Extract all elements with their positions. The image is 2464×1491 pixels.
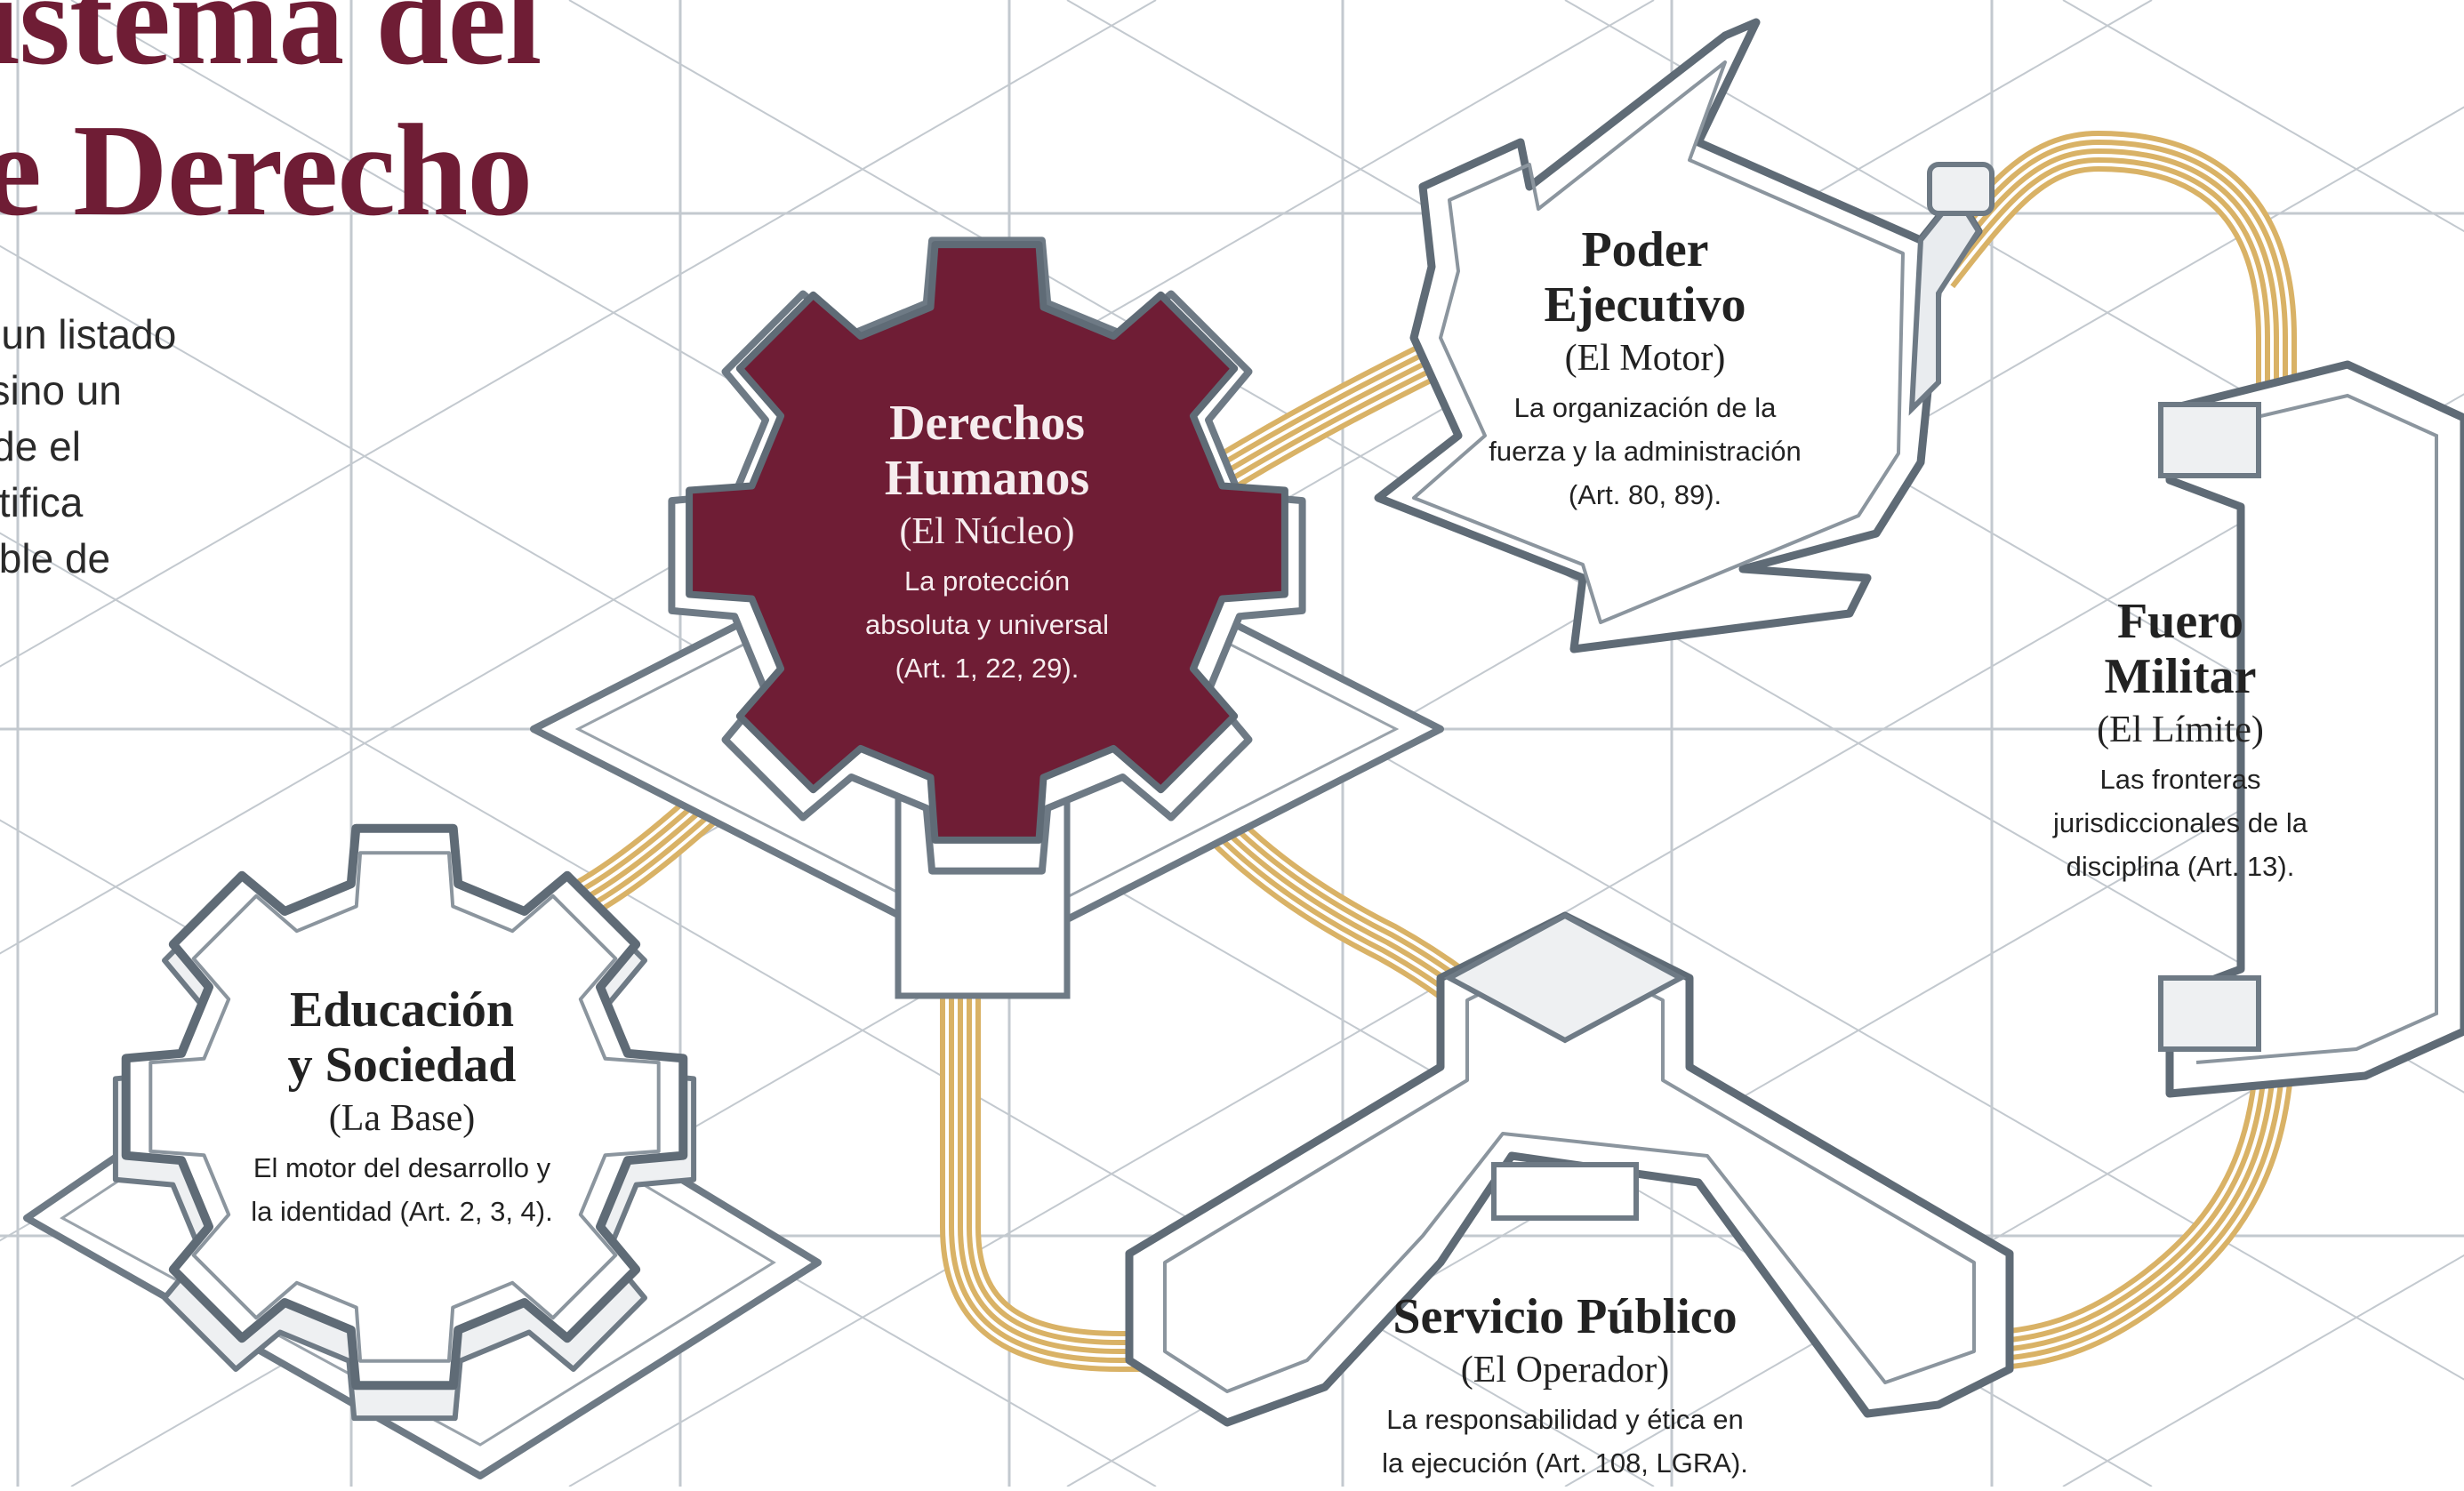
engine-side-block bbox=[1908, 190, 1982, 416]
ejecutivo-name-line-2: Ejecutivo bbox=[1544, 277, 1746, 333]
derechos-desc-line-3: (Art. 1, 22, 29). bbox=[895, 653, 1080, 684]
fuero-label: Fuero Militar (El Límite) Las fronteras … bbox=[1994, 594, 2367, 885]
intro-paragraph: es un listado s, sino un onde el justifi… bbox=[0, 307, 231, 643]
servicio-node bbox=[1125, 911, 2014, 1427]
derechos-desc-line-2: absoluta y universal bbox=[865, 609, 1109, 640]
servicio-desc-line-2: la ejecución (Art. 108, LGRA). bbox=[1382, 1447, 1748, 1479]
fuero-desc-line-2: jurisdiccionales de la bbox=[2052, 807, 2308, 838]
derechos-desc-line-1: La protección bbox=[903, 565, 1071, 597]
arch-top-platform bbox=[1443, 912, 1687, 1044]
engine-shaft bbox=[1927, 162, 1994, 216]
bracket-inner bbox=[2195, 393, 2438, 1064]
fuero-name-line-1: Fuero bbox=[2116, 594, 2244, 649]
connector-ejecutivo-fuero bbox=[1922, 131, 2297, 498]
connector-paths bbox=[559, 131, 2297, 1372]
educacion-node bbox=[23, 823, 822, 1479]
intro-line: o. bbox=[0, 587, 231, 643]
ejecutivo-role: (El Motor) bbox=[1564, 338, 1726, 379]
page-title-line-1: Sistema del bbox=[0, 0, 542, 92]
engine-block-icon bbox=[1374, 18, 1983, 653]
grid-line bbox=[0, 0, 1655, 955]
gear-inner-outline bbox=[148, 851, 661, 1363]
derechos-node bbox=[530, 236, 1444, 999]
bracket-icon bbox=[2165, 360, 2464, 1098]
gear-icon bbox=[686, 241, 1288, 844]
bracket-block-bottom bbox=[2158, 975, 2261, 1052]
derechos-name-line-2: Humanos bbox=[884, 451, 1090, 506]
grid-line bbox=[1564, 0, 2464, 520]
derechos-name-line-1: Derechos bbox=[889, 396, 1085, 451]
educacion-label: Educación y Sociedad (La Base) El motor … bbox=[171, 982, 633, 1230]
servicio-name: Servicio Público bbox=[1393, 1289, 1738, 1344]
ejecutivo-name-line-1: Poder bbox=[1581, 222, 1709, 277]
grid-line bbox=[0, 0, 1157, 668]
intro-line: justifica bbox=[0, 479, 84, 525]
fuero-role: (El Límite) bbox=[2097, 709, 2264, 750]
intro-line: onde el bbox=[0, 423, 81, 469]
educacion-role: (La Base) bbox=[328, 1098, 476, 1139]
connector-fuero-servicio bbox=[1955, 995, 2297, 1372]
servicio-label: Servicio Público (El Operador) La respon… bbox=[1298, 1289, 1832, 1481]
fuero-desc-line-3: disciplina (Art. 13). bbox=[2066, 851, 2295, 882]
arch-keystone bbox=[1491, 1162, 1639, 1221]
ejecutivo-desc-line-3: (Art. 80, 89). bbox=[1568, 479, 1722, 510]
intro-line: s, sino un bbox=[0, 367, 122, 413]
fuero-node bbox=[2158, 360, 2464, 1098]
engine-block-inner bbox=[1412, 60, 1905, 624]
servicio-role: (El Operador) bbox=[1460, 1350, 1670, 1391]
intro-line: ciable de bbox=[0, 535, 111, 581]
intro-line: es un listado bbox=[0, 311, 177, 357]
derechos-role: (El Núcleo) bbox=[899, 511, 1075, 552]
derechos-label: Derechos Humanos (El Núcleo) La protecci… bbox=[756, 396, 1218, 686]
bracket-block-top bbox=[2158, 402, 2261, 478]
gear-icon bbox=[121, 823, 688, 1391]
educacion-name-line-2: y Sociedad bbox=[287, 1038, 517, 1093]
ejecutivo-label: Poder Ejecutivo (El Motor) La organizaci… bbox=[1414, 222, 1876, 513]
educacion-name-line-1: Educación bbox=[289, 982, 515, 1038]
fuero-desc-line-1: Las fronteras bbox=[2099, 764, 2261, 795]
servicio-desc-line-1: La responsabilidad y ética en bbox=[1386, 1404, 1744, 1435]
educacion-desc-line-1: El motor del desarrollo y bbox=[253, 1152, 551, 1183]
page-title-line-2: de Derecho bbox=[0, 98, 533, 244]
ejecutivo-desc-line-2: fuerza y la administración bbox=[1489, 436, 1802, 467]
ejecutivo-node bbox=[1374, 18, 1994, 653]
ejecutivo-desc-line-1: La organización de la bbox=[1513, 392, 1777, 423]
educacion-desc-line-2: la identidad (Art. 2, 3, 4). bbox=[251, 1196, 553, 1227]
grid-line bbox=[568, 393, 2464, 1487]
connector-derechos-servicio-left bbox=[940, 827, 1227, 1372]
grid-line bbox=[1564, 966, 2464, 1487]
fuero-name-line-2: Militar bbox=[2104, 649, 2257, 704]
